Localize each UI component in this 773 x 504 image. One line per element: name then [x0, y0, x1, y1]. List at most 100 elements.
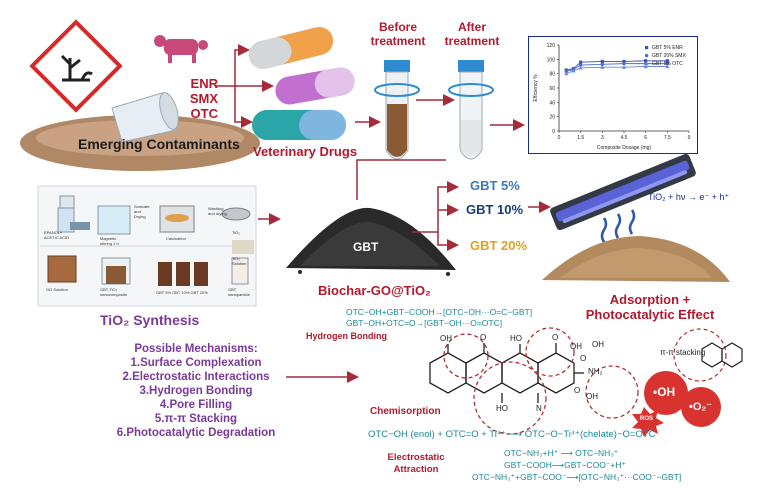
tube-after-icon — [448, 60, 494, 160]
chart-point — [600, 59, 604, 64]
mol-ho-1: HO — [510, 334, 522, 343]
synthesis-title: TiO₂ Synthesis — [100, 312, 200, 328]
uv-rays-icon — [600, 209, 636, 243]
gbt-label: GBT — [353, 240, 379, 254]
chart-y-tick-label: 40 — [549, 100, 555, 106]
mol-o-2: O — [552, 333, 559, 342]
chart-point — [578, 65, 583, 70]
mol-nh2: NH₂ — [588, 367, 603, 376]
chart-point — [564, 71, 569, 76]
capsule-orange-icon — [248, 26, 334, 70]
mol-o-3: O — [580, 354, 587, 363]
mol-ho-2: HO — [496, 404, 508, 413]
pi-stacking-icon — [673, 328, 743, 382]
chart-y-axis-label: Efficiency % — [533, 74, 539, 102]
chart-legend-marker — [645, 46, 649, 50]
synthesis-label-8: GBT 5% GBT 10% GBT 20% — [156, 290, 208, 295]
mol-n: N — [536, 404, 542, 413]
hbond-label: Hydrogen Bonding — [306, 331, 387, 341]
synthesis-label-9: GBT nanoparticle — [228, 287, 250, 297]
chart-legend-label: GBT 5% OTC — [652, 61, 683, 67]
mechanisms-title: Possible Mechanisms: — [134, 343, 258, 355]
chart-x-tick-label: 1.5 — [577, 135, 584, 141]
synthesis-label-5: TiO₂ — [232, 230, 240, 235]
mol-oh-3: OH — [592, 340, 604, 349]
chart-point — [579, 60, 583, 64]
electrostatic-eq-3: OTC−NH₃⁺+GBT−COO⁻⟶[OTC−NH₃⁺···COO⁻−GBT] — [472, 472, 682, 482]
chemisorption-equation: OTC−OH (enol) + OTC=O + Ti⁴⁺ ⟶ OTC−O−Ti⁴… — [368, 429, 656, 440]
chart-legend-label: GBT 5% ENR — [652, 45, 683, 51]
cow-icon — [154, 35, 208, 63]
synthesis-label-7: GBT-TiO₂ nanocomposite — [100, 287, 128, 297]
hazard-sign-icon — [29, 19, 123, 113]
electrostatic-label: Electrostatic Attraction — [387, 452, 445, 475]
chart-x-axis-label: Composite Dosage (mg) — [597, 145, 652, 151]
plastic-cup-icon — [111, 92, 179, 143]
mechanism-3: 3.Hydrogen Bonding — [139, 385, 253, 397]
electrostatic-eq-2: GBT−COOH⟶GBT−COO⁻+H⁺ — [504, 460, 626, 470]
chart-y-tick-label: 20 — [549, 115, 555, 121]
chart-point — [622, 59, 626, 64]
photocatalysis-equation: TiO₂ + hν → e⁻ + h⁺ — [648, 192, 730, 202]
chart-x-tick-label: 3 — [601, 135, 604, 141]
chart-point — [571, 68, 576, 73]
adsorption-effect-label: Adsorption + Photocatalytic Effect — [585, 292, 715, 322]
mol-o-4: O — [574, 386, 581, 395]
gbt-pile-icon — [286, 207, 456, 276]
synthesis-label-10: TiO₂ Solution — [232, 256, 247, 266]
chart-legend-marker — [644, 61, 649, 66]
synthesis-icons — [47, 195, 254, 286]
radical-oh: •OH — [653, 385, 676, 399]
mechanism-5: 5.π-π Stacking — [154, 413, 238, 425]
chart-point — [622, 61, 626, 66]
mol-o-1: O — [480, 333, 487, 342]
tube-after-label: After treatment — [444, 20, 500, 48]
chart-point — [622, 65, 626, 69]
chart-x-tick-label: 0 — [558, 135, 561, 141]
chart-y-tick-label: 100 — [547, 57, 556, 63]
mechanism-2: 2.Electrostatic Interactions — [122, 371, 270, 383]
chart-legend-label: GBT 20% SMX — [652, 53, 686, 59]
pi-stacking-label: π-π stacking — [660, 348, 706, 357]
mol-oh-2: OH — [570, 342, 582, 351]
mechanism-1: 1.Surface Complexation — [130, 357, 262, 369]
chart-y-tick-label: 60 — [549, 86, 555, 92]
chart-x-tick-label: 9 — [688, 135, 691, 141]
synthesis-label-3: Calcination — [166, 236, 186, 241]
ros-label: ROS — [640, 416, 654, 422]
chart-point — [644, 59, 648, 63]
synthesis-label-6: GO Solution — [46, 287, 68, 292]
gbt-10-label: GBT 10% — [466, 202, 524, 217]
ros-icon — [632, 371, 721, 437]
hbond-eq-2: GBT−OH+OTC=O→[GBT−OH···O=OTC] — [346, 318, 503, 328]
chart-point — [665, 61, 670, 66]
chart-point — [643, 64, 648, 69]
synthesis-label-1: Magnetic stirring 1 h — [100, 236, 119, 246]
mechanisms-list: Possible Mechanisms: 1.Surface Complexat… — [96, 342, 296, 440]
mechanism-4: 4.Pore Filling — [159, 399, 233, 411]
synthesis-label-2: Sonicate and Drying — [134, 204, 150, 219]
drug-otc: OTC — [190, 106, 218, 121]
drug-smx: SMX — [189, 91, 218, 106]
chart-point — [564, 69, 568, 74]
radical-o2: •O₂⁻ — [689, 401, 713, 413]
chart-point — [665, 59, 669, 63]
veterinary-drugs-label: Veterinary Drugs — [253, 144, 358, 159]
chart-x-tick-label: 7.5 — [664, 135, 671, 141]
chemisorption-label: Chemisorption — [370, 406, 441, 417]
chart-point — [600, 62, 605, 67]
tube-before-label: Before treatment — [370, 20, 426, 48]
chart-y-tick-label: 120 — [547, 43, 556, 49]
synthesis-label-4: Washing and drying — [208, 206, 227, 216]
gbt-20-label: GBT 20% — [470, 238, 528, 253]
interaction-circles — [443, 327, 639, 435]
gbt-name-label: Biochar-GO@TiO₂ — [318, 283, 431, 298]
chart-y-tick-label: 0 — [552, 129, 555, 135]
mol-oh-4: OH — [586, 392, 598, 401]
chart-point — [578, 63, 583, 67]
drug-enr: ENR — [190, 76, 218, 91]
chart-point — [665, 64, 670, 69]
drug-list: ENR SMX OTC — [184, 76, 218, 121]
